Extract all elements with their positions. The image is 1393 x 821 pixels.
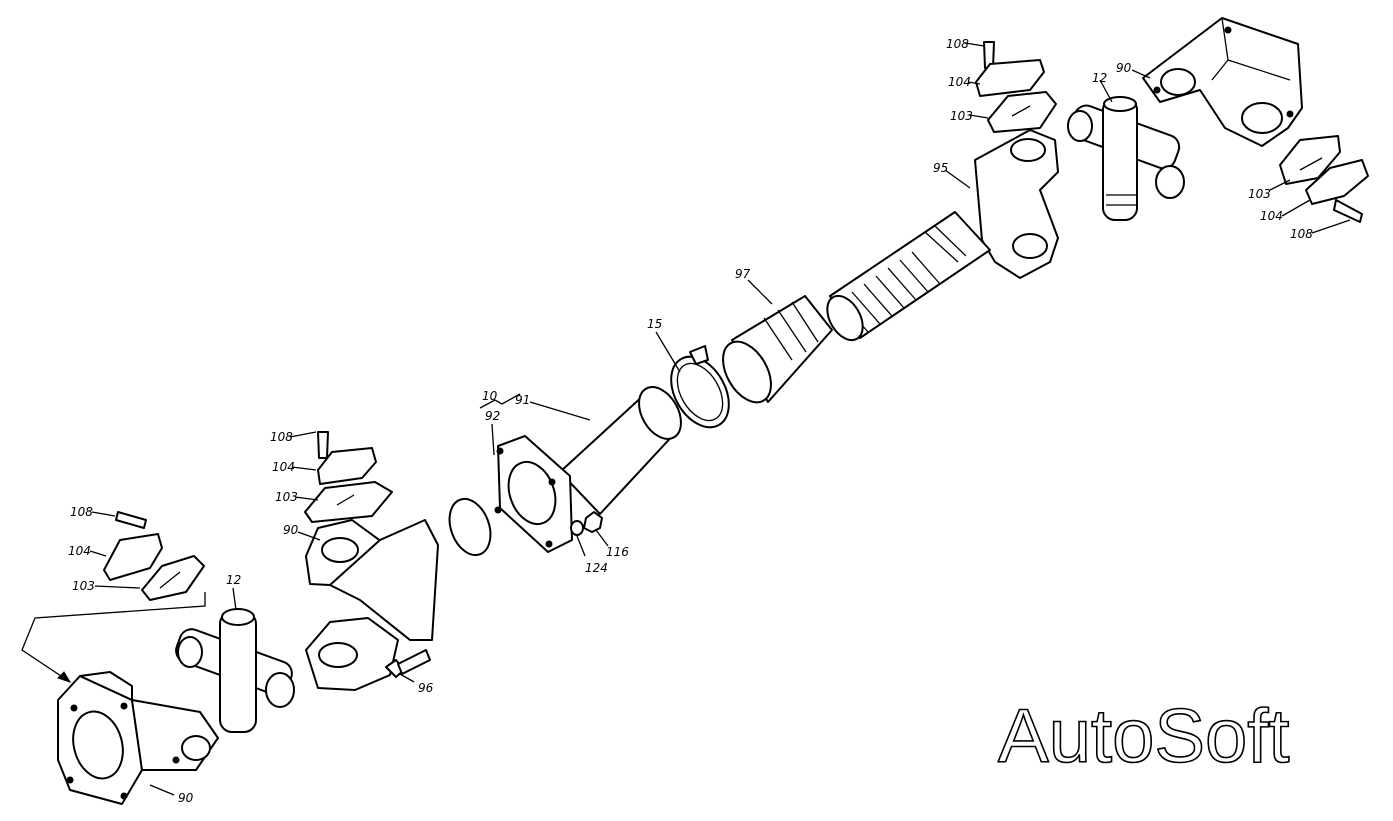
- flange-yoke-bottom-left: [57, 671, 219, 805]
- label-116: 116: [606, 545, 629, 559]
- tube-with-flange: [494, 386, 682, 553]
- label-103-top: 103: [950, 109, 973, 123]
- clamp-ring: [670, 345, 730, 429]
- lock-plate-stack-left: [103, 511, 205, 601]
- label-103-left: 103: [72, 579, 95, 593]
- bolt-96: [385, 649, 431, 678]
- lock-plate-stack-middle: [304, 431, 393, 523]
- universal-joint-cross-top: [1067, 96, 1185, 221]
- protective-boot: [722, 295, 833, 404]
- label-104-left: 104: [68, 544, 91, 558]
- label-103-middle: 103: [275, 490, 298, 504]
- label-15: 15: [647, 317, 662, 331]
- label-12-top: 12: [1092, 71, 1107, 85]
- label-103-right: 103: [1248, 187, 1271, 201]
- plug-disc: [448, 497, 492, 557]
- washer-and-nut: [570, 511, 603, 536]
- label-108-left: 108: [70, 505, 93, 519]
- label-91: 91: [515, 393, 530, 407]
- lock-plate-stack-right: [1279, 135, 1369, 223]
- label-90-top: 90: [1116, 61, 1132, 75]
- label-108-middle: 108: [270, 430, 293, 444]
- yoke-middle: [305, 519, 439, 691]
- label-104-middle: 104: [272, 460, 295, 474]
- label-108-top: 108: [946, 37, 969, 51]
- label-95: 95: [933, 161, 948, 175]
- label-124: 124: [585, 561, 608, 575]
- label-96: 96: [418, 681, 434, 695]
- label-90-middle: 90: [283, 523, 299, 537]
- lock-plate-stack-top: [975, 41, 1057, 133]
- label-97: 97: [735, 267, 751, 281]
- label-104-top: 104: [948, 75, 971, 89]
- label-10: 10: [482, 389, 498, 403]
- label-108-right: 108: [1290, 227, 1313, 241]
- label-12-left: 12: [226, 573, 241, 587]
- part-labels: 108 104 103 12 90 95 97 15 91 10 92 124 …: [68, 37, 1313, 805]
- universal-joint-cross-left: [175, 608, 295, 733]
- splined-shaft-yoke: [826, 129, 1059, 342]
- label-104-right: 104: [1260, 209, 1283, 223]
- leader-lines: [21, 42, 1351, 796]
- watermark-text: AutoSoft: [998, 694, 1290, 779]
- label-90-bottom: 90: [178, 791, 194, 805]
- flange-yoke-top-right: [1142, 17, 1303, 147]
- label-92: 92: [485, 409, 500, 423]
